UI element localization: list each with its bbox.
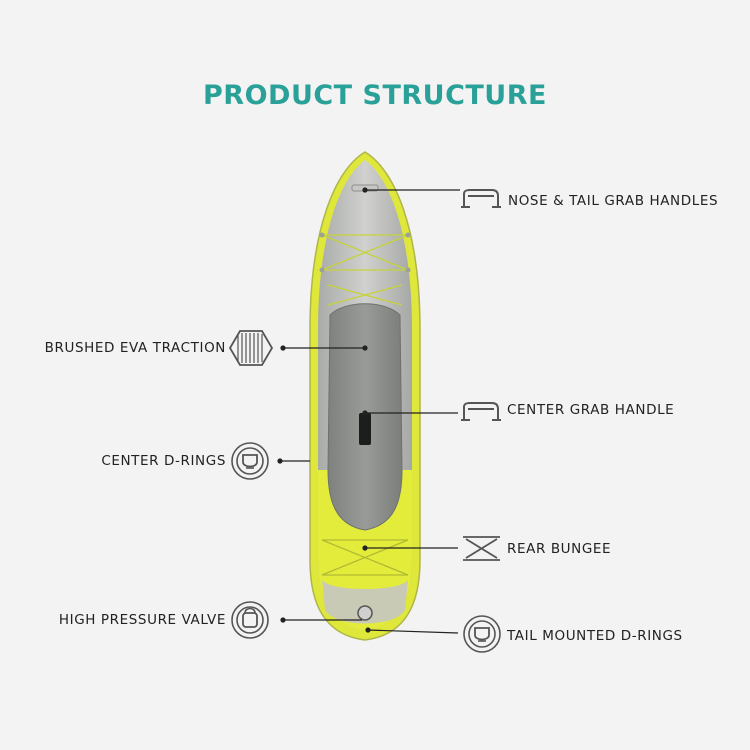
label-center-grab-handle: CENTER GRAB HANDLE	[507, 402, 675, 418]
label-high-pressure-valve: HIGH PRESSURE VALVE	[58, 612, 226, 628]
front-bungee	[321, 234, 409, 306]
handle-icon	[461, 189, 501, 208]
traction-pad-icon	[228, 330, 274, 366]
label-tail-mounted-d-rings: TAIL MOUNTED D-RINGS	[507, 628, 683, 644]
rear-bungee	[321, 539, 409, 576]
valve-icon	[231, 601, 269, 639]
handle-icon	[461, 402, 501, 421]
front-d-rings	[319, 232, 411, 273]
center-handle	[359, 413, 371, 445]
bungee-icon	[463, 536, 500, 561]
label-center-d-rings: CENTER D-RINGS	[101, 453, 226, 469]
paddle-board	[309, 151, 421, 641]
d-ring-icon	[463, 615, 501, 653]
label-brushed-eva-traction: BRUSHED EVA TRACTION	[44, 340, 226, 356]
d-ring-icon	[231, 442, 269, 480]
label-rear-bungee: REAR BUNGEE	[507, 541, 612, 557]
tail-kick	[322, 580, 408, 624]
page-title: PRODUCT STRUCTURE	[203, 80, 547, 111]
leader-lines	[277, 187, 460, 634]
label-nose-tail-grab-handles: NOSE & TAIL GRAB HANDLES	[508, 193, 719, 209]
valve	[357, 605, 373, 621]
